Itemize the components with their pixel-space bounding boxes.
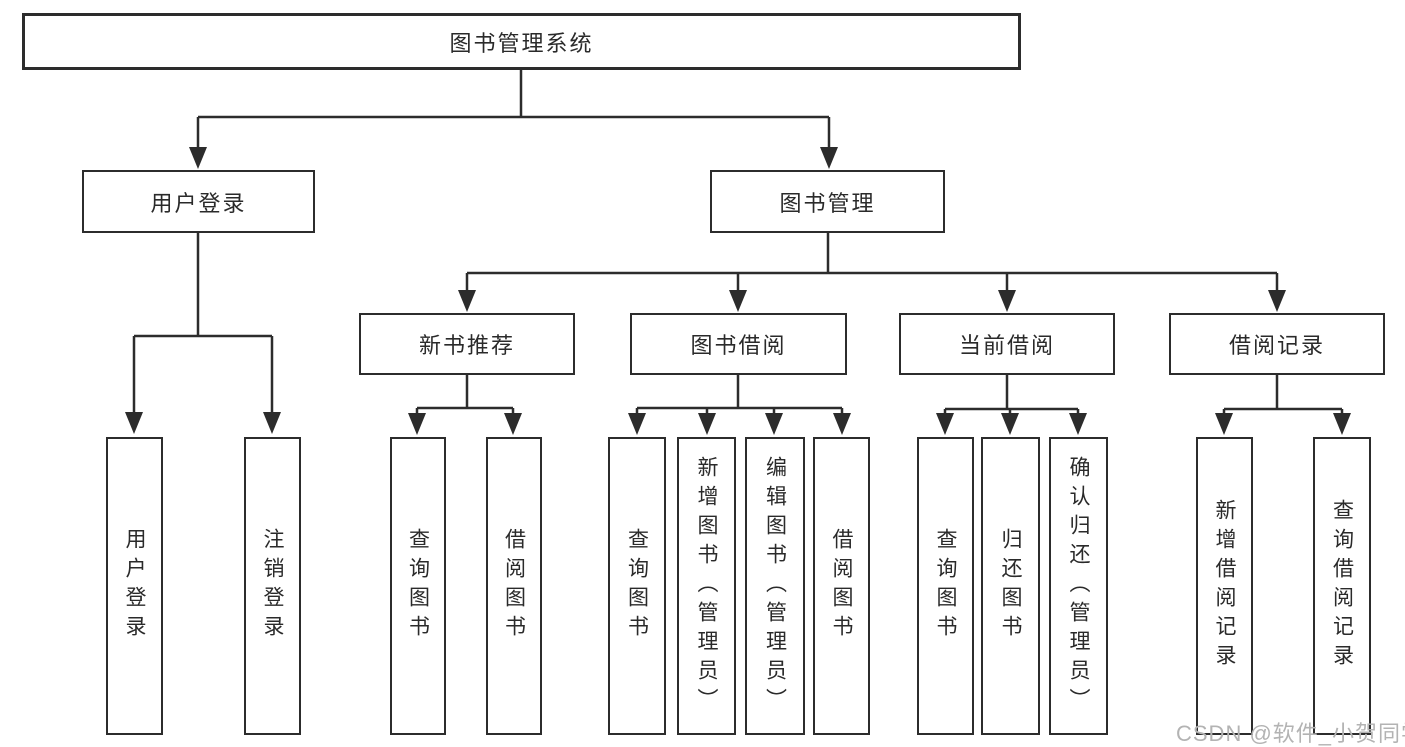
arrowhead (263, 412, 281, 434)
arrowhead (628, 413, 646, 435)
arrowhead (729, 290, 747, 312)
arrowhead (1001, 413, 1019, 435)
node-label: 当前借阅 (958, 333, 1055, 358)
node-label: 查询图书 (625, 528, 649, 644)
node-edit-book-admin: 编辑图书（管理员） (745, 437, 805, 735)
node-label: 借阅图书 (830, 528, 853, 644)
arrowhead (833, 413, 851, 435)
node-book-borrowing: 图书借阅 (630, 313, 847, 375)
node-label: 查询借阅记录 (1330, 499, 1354, 673)
node-book-management: 图书管理 (710, 170, 945, 233)
node-logout: 注销登录 (244, 437, 301, 735)
node-query-borrow-record: 查询借阅记录 (1313, 437, 1371, 735)
node-label: 用户登录 (123, 528, 146, 644)
node-label: 图书借阅 (690, 333, 787, 358)
node-label: 查询图书 (406, 528, 430, 644)
node-current-borrowing: 当前借阅 (899, 313, 1115, 375)
node-user-login-leaf: 用户登录 (106, 437, 163, 735)
node-label: 归还图书 (999, 528, 1022, 644)
node-label: 图书管理系统 (449, 30, 594, 56)
connector-user-login-branch (132, 233, 274, 418)
node-label: 编辑图书（管理员） (763, 455, 787, 717)
node-label: 用户登录 (150, 190, 247, 216)
arrowhead (936, 413, 954, 435)
node-label: 新书推荐 (418, 333, 515, 358)
node-borrow-records: 借阅记录 (1169, 313, 1385, 375)
node-label: 查询图书 (934, 528, 957, 644)
arrowhead (1215, 413, 1233, 435)
csdn-watermark: CSDN @软件_小贺同学 (1176, 721, 1405, 746)
node-query-books-borrowing: 查询图书 (608, 437, 666, 735)
node-user-login: 用户登录 (82, 170, 315, 233)
node-label: 新增借阅记录 (1213, 499, 1236, 673)
arrowhead (504, 413, 522, 435)
connector-new-book-recommend-branch (415, 375, 515, 419)
node-label: 图书管理 (779, 190, 876, 216)
connector-borrow-records-branch (1222, 375, 1344, 419)
node-label: 借阅记录 (1228, 333, 1325, 358)
arrowhead (125, 412, 143, 434)
arrowhead (820, 147, 838, 169)
node-label: 新增图书（管理员） (695, 455, 718, 717)
arrowhead (998, 290, 1016, 312)
node-borrow-books-recommend: 借阅图书 (486, 437, 542, 735)
arrowhead (698, 413, 716, 435)
node-new-book-recommend: 新书推荐 (359, 313, 575, 375)
node-library-management-system: 图书管理系统 (22, 13, 1021, 70)
node-query-books-current: 查询图书 (917, 437, 974, 735)
node-add-book-admin: 新增图书（管理员） (677, 437, 736, 735)
node-label: 借阅图书 (502, 528, 526, 644)
connector-root-to-level2 (196, 70, 831, 152)
arrowhead (458, 290, 476, 312)
arrowheads (125, 147, 1351, 435)
node-borrow-books: 借阅图书 (813, 437, 870, 735)
arrowhead (765, 413, 783, 435)
connector-current-borrowing-branch (943, 375, 1080, 419)
arrowhead (1333, 413, 1351, 435)
connector-book-borrowing-branch (635, 375, 844, 419)
node-query-books-recommend: 查询图书 (390, 437, 446, 735)
arrowhead (408, 413, 426, 435)
arrowhead (1268, 290, 1286, 312)
node-return-book: 归还图书 (981, 437, 1040, 735)
connector-book-management-branch (465, 233, 1279, 296)
arrowhead (1069, 413, 1087, 435)
node-label: 确认归还（管理员） (1067, 455, 1090, 717)
node-label: 注销登录 (261, 528, 284, 644)
node-confirm-return-admin: 确认归还（管理员） (1049, 437, 1108, 735)
node-add-borrow-record: 新增借阅记录 (1196, 437, 1253, 735)
arrowhead (189, 147, 207, 169)
